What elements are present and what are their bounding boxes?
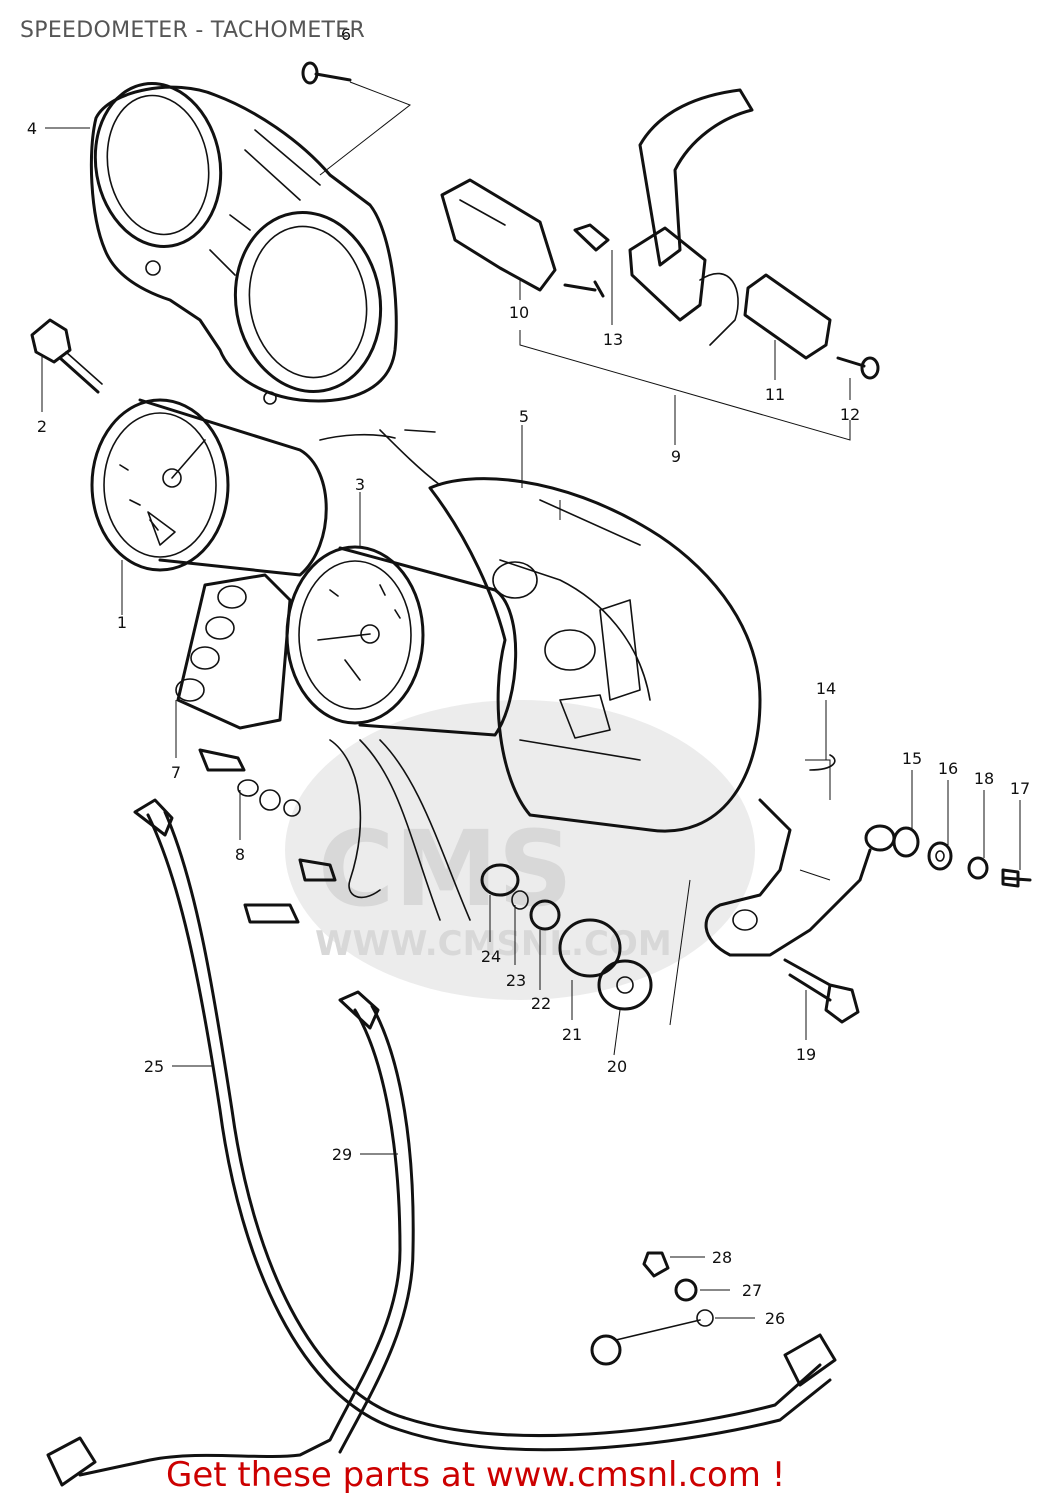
callout-2: 2 [37, 417, 47, 436]
indicator-block-part-7 [175, 573, 292, 730]
meter-housing-part-4 [89, 82, 398, 405]
callout-23: 23 [506, 971, 526, 990]
cable-part-25 [133, 798, 837, 1452]
callout-17: 17 [1010, 779, 1030, 798]
callout-24: 24 [481, 947, 501, 966]
bulb-part-13 [563, 223, 610, 298]
callout-16: 16 [938, 759, 958, 778]
callout-15: 15 [902, 749, 922, 768]
bolt-part-19 [783, 958, 860, 1024]
group-bracket-part-9 [519, 330, 851, 445]
watermark-brand: CMS [318, 808, 573, 930]
wiring-harness [198, 429, 471, 924]
screw-part-6 [301, 61, 412, 176]
callout-11: 11 [765, 385, 785, 404]
cable-clamp-part-26 [590, 1309, 714, 1366]
callout-18: 18 [974, 769, 994, 788]
washer-part-16 [927, 841, 953, 871]
footer-parts-link[interactable]: Get these parts at www.cmsnl.com ! [166, 1455, 786, 1495]
mounting-bracket [704, 754, 872, 957]
cable-part-29 [46, 990, 415, 1487]
callout-22: 22 [531, 994, 551, 1013]
lens-part-11 [743, 273, 832, 360]
meter-case-part-5 [428, 477, 762, 833]
cover-part-9 [628, 88, 754, 346]
callout-3: 3 [355, 475, 365, 494]
callout-8: 8 [235, 845, 245, 864]
callout-1: 1 [117, 613, 127, 632]
callout-5: 5 [519, 407, 529, 426]
page-title: SPEEDOMETER - TACHOMETER [20, 18, 366, 43]
callout-21: 21 [562, 1025, 582, 1044]
stack-parts-20-24 [480, 863, 691, 1026]
callout-20: 20 [607, 1057, 627, 1076]
washer-part-27 [674, 1278, 698, 1302]
callout-28: 28 [712, 1248, 732, 1267]
speedometer-part-1 [90, 398, 328, 577]
callout-10: 10 [509, 303, 529, 322]
screw-part-28 [642, 1251, 670, 1278]
callout-9: 9 [671, 447, 681, 466]
callout-25: 25 [144, 1057, 164, 1076]
callout-27: 27 [742, 1281, 762, 1300]
callout-7: 7 [171, 763, 181, 782]
leader-lines [41, 127, 1021, 1319]
callout-13: 13 [603, 330, 623, 349]
callout-6: 6 [341, 25, 351, 44]
callout-26: 26 [765, 1309, 785, 1328]
grommet-part-15 [864, 824, 920, 858]
callout-labels: 4 6 2 1 3 5 7 8 10 13 11 12 9 14 15 16 1… [27, 25, 1030, 1328]
washer-part-18 [967, 856, 989, 880]
bulb-socket-part-2 [30, 318, 103, 394]
lamp-panel-part-10 [440, 178, 557, 292]
callout-29: 29 [332, 1145, 352, 1164]
callout-14: 14 [816, 679, 836, 698]
watermark: CMS WWW.CMSNL.COM [285, 700, 755, 1000]
callout-4: 4 [27, 119, 37, 138]
callout-19: 19 [796, 1045, 816, 1064]
bolt-part-17 [1001, 868, 1032, 888]
screw-part-12 [836, 356, 880, 380]
callout-12: 12 [840, 405, 860, 424]
